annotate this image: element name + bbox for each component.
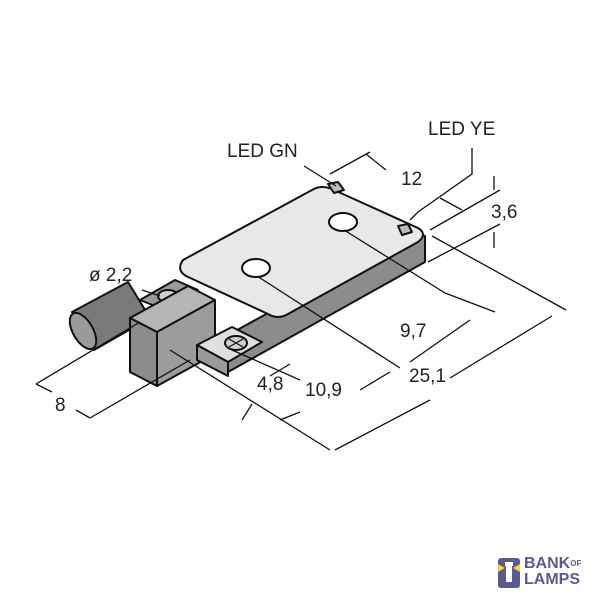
label-led-gn: LED GN — [227, 141, 298, 162]
body-top — [179, 186, 424, 318]
dimension-9-7: 9,7 — [400, 321, 427, 342]
dimension-10-9: 10,9 — [305, 380, 342, 401]
lens-icon — [328, 212, 358, 232]
logo-text-bank: BANK — [524, 555, 571, 572]
bank-of-lamps-logo: BANKOF LAMPS — [498, 556, 598, 592]
label-led-ye: LED YE — [428, 119, 496, 140]
dimension-25-1: 25,1 — [409, 366, 446, 387]
dimension-3-6: 3,6 — [491, 202, 518, 223]
led-gn-icon — [327, 181, 345, 194]
dimension-4-8: 4,8 — [257, 374, 284, 395]
dimension-diameter-2-2: ø 2,2 — [89, 265, 133, 286]
dimension-12: 12 — [401, 169, 423, 190]
dimension-8: 8 — [55, 395, 66, 416]
lens-icon — [241, 258, 271, 278]
lighthouse-icon — [498, 558, 520, 588]
led-ye-icon — [397, 223, 413, 236]
logo-text-lamps: LAMPS — [524, 571, 580, 588]
logo-text-of: OF — [570, 559, 582, 568]
